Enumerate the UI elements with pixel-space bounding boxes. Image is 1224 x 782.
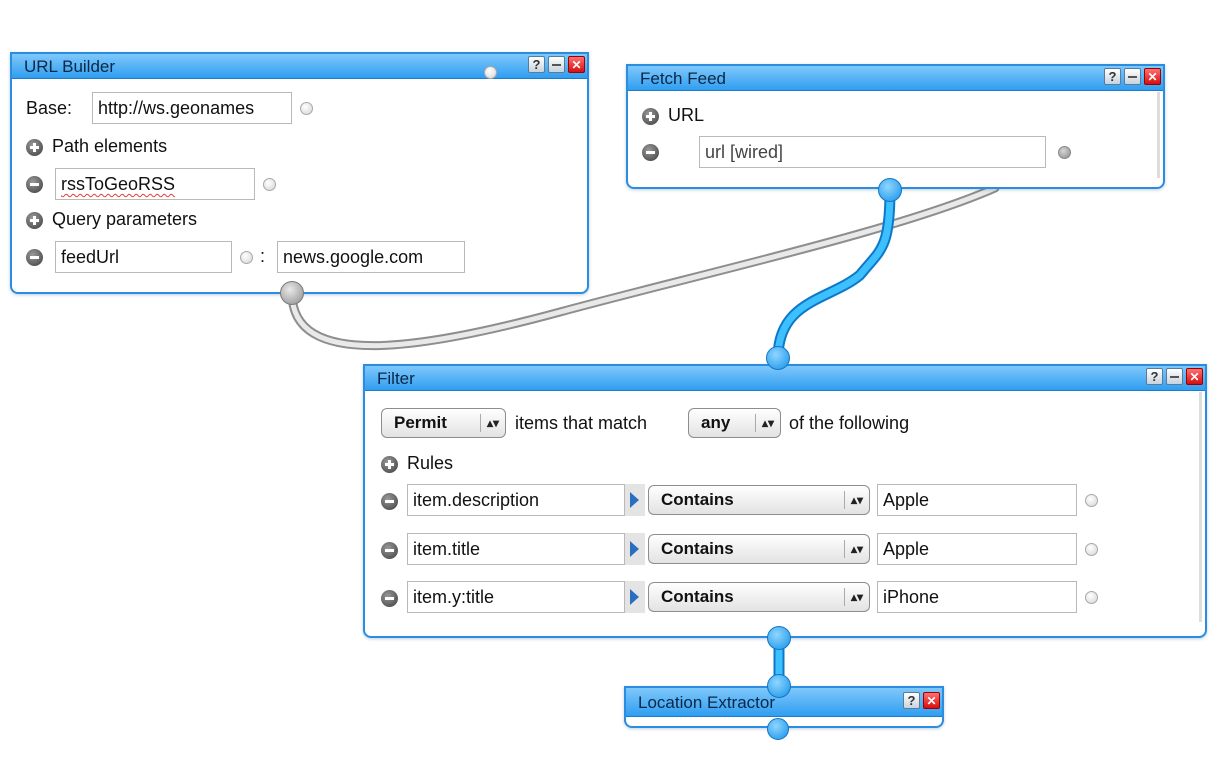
permit-select[interactable]: Permit ▴▾ <box>381 408 506 438</box>
query-param-key-input[interactable]: feedUrl <box>55 241 232 273</box>
url-builder-output-terminal[interactable] <box>280 281 304 305</box>
remove-url-icon[interactable] <box>642 144 659 161</box>
rule-operator-value: Contains <box>661 587 734 606</box>
permit-select-value: Permit <box>394 413 447 432</box>
add-url-icon[interactable] <box>642 108 659 125</box>
pointer-arrow-icon[interactable] <box>625 581 645 613</box>
add-rule-icon[interactable] <box>381 456 398 473</box>
rule-operator-value: Contains <box>661 490 734 509</box>
filter-titlebar[interactable]: Filter <box>365 366 1205 391</box>
location-extractor-output-terminal[interactable] <box>767 718 789 740</box>
fetch-feed-module[interactable]: Fetch Feed URL url [wired] <box>626 64 1165 189</box>
help-icon[interactable] <box>1146 368 1163 385</box>
blue-wire-1[interactable] <box>774 186 894 362</box>
close-icon[interactable] <box>1186 368 1203 385</box>
base-url-input[interactable]: http://ws.geonames <box>92 92 292 124</box>
remove-rule-icon[interactable] <box>381 590 398 607</box>
url-terminal[interactable] <box>1058 146 1071 159</box>
minimize-icon[interactable] <box>1166 368 1183 385</box>
minimize-icon[interactable] <box>548 56 565 73</box>
rule-field-input[interactable]: item.y:title <box>407 581 625 613</box>
select-arrows-icon: ▴▾ <box>850 590 863 604</box>
help-icon[interactable] <box>903 692 920 709</box>
add-path-element-icon[interactable] <box>26 139 43 156</box>
url-builder-titlebar[interactable]: URL Builder <box>12 54 587 79</box>
query-param-separator: : <box>260 246 266 266</box>
rule-value-input[interactable]: Apple <box>877 533 1077 565</box>
filter-output-terminal[interactable] <box>767 626 791 650</box>
filter-scrollbar[interactable] <box>1199 392 1202 622</box>
rule-value-terminal[interactable] <box>1085 494 1098 507</box>
select-arrows-icon: ▴▾ <box>850 493 863 507</box>
pointer-arrow-icon[interactable] <box>625 533 645 565</box>
path-element-value: rssToGeoRSS <box>61 174 176 194</box>
rule-operator-select[interactable]: Contains ▴▾ <box>648 534 870 564</box>
remove-query-parameter-icon[interactable] <box>26 249 43 266</box>
close-icon[interactable] <box>568 56 585 73</box>
url-label: URL <box>668 105 705 125</box>
url-builder-input-terminal[interactable] <box>484 66 497 79</box>
rule-value-terminal[interactable] <box>1085 591 1098 604</box>
filter-input-terminal[interactable] <box>766 346 790 370</box>
location-extractor-module[interactable]: Location Extractor <box>624 686 944 728</box>
match-select-value: any <box>701 413 731 432</box>
location-extractor-titlebar[interactable]: Location Extractor <box>626 688 942 717</box>
filter-title: Filter <box>377 369 415 388</box>
fetch-feed-scrollbar[interactable] <box>1157 92 1160 178</box>
select-arrows-icon: ▴▾ <box>850 542 863 556</box>
location-extractor-title: Location Extractor <box>638 693 776 712</box>
query-param-value-input[interactable]: news.google.com <box>277 241 465 273</box>
remove-rule-icon[interactable] <box>381 542 398 559</box>
url-input[interactable]: url [wired] <box>699 136 1046 168</box>
select-arrows-icon: ▴▾ <box>761 416 774 430</box>
rule-operator-select[interactable]: Contains ▴▾ <box>648 582 870 612</box>
minimize-icon[interactable] <box>1124 68 1141 85</box>
rule-field-input[interactable]: item.description <box>407 484 625 516</box>
rule-value-input[interactable]: Apple <box>877 484 1077 516</box>
query-param-key-terminal[interactable] <box>240 251 253 264</box>
base-terminal[interactable] <box>300 102 313 115</box>
filter-module[interactable]: Filter Permit ▴▾ items that match any ▴▾… <box>363 364 1207 638</box>
fetch-feed-output-terminal[interactable] <box>878 178 902 202</box>
select-arrows-icon: ▴▾ <box>486 416 499 430</box>
of-the-following-label: of the following <box>789 413 910 433</box>
fetch-feed-title: Fetch Feed <box>640 69 726 88</box>
close-icon[interactable] <box>923 692 940 709</box>
items-that-match-label: items that match <box>515 413 648 433</box>
rule-field-input[interactable]: item.title <box>407 533 625 565</box>
path-element-terminal[interactable] <box>263 178 276 191</box>
pointer-arrow-icon[interactable] <box>625 484 645 516</box>
path-elements-label: Path elements <box>52 136 168 156</box>
rule-value-terminal[interactable] <box>1085 543 1098 556</box>
remove-rule-icon[interactable] <box>381 493 398 510</box>
rule-operator-value: Contains <box>661 539 734 558</box>
rule-operator-select[interactable]: Contains ▴▾ <box>648 485 870 515</box>
add-query-parameter-icon[interactable] <box>26 212 43 229</box>
remove-path-element-icon[interactable] <box>26 176 43 193</box>
match-select[interactable]: any ▴▾ <box>688 408 781 438</box>
query-parameters-label: Query parameters <box>52 209 198 229</box>
base-label: Base: <box>26 98 73 118</box>
location-extractor-input-terminal[interactable] <box>767 674 791 698</box>
help-icon[interactable] <box>528 56 545 73</box>
path-element-input[interactable]: rssToGeoRSS <box>55 168 255 200</box>
fetch-feed-titlebar[interactable]: Fetch Feed <box>628 66 1163 91</box>
close-icon[interactable] <box>1144 68 1161 85</box>
url-builder-title: URL Builder <box>24 57 116 76</box>
help-icon[interactable] <box>1104 68 1121 85</box>
rule-value-input[interactable]: iPhone <box>877 581 1077 613</box>
url-builder-module[interactable]: URL Builder Base: http://ws.geonames Pat… <box>10 52 589 294</box>
rules-label: Rules <box>407 453 454 473</box>
blue-wire-outline-1 <box>772 184 896 364</box>
